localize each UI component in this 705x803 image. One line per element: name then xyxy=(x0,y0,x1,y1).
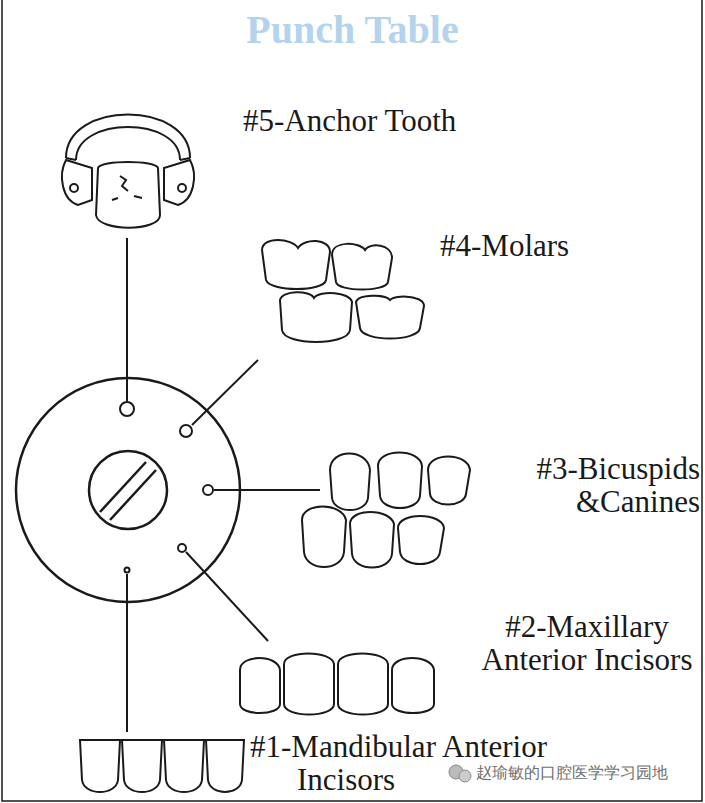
bicuspid-label: #3-Bicuspids &Canines xyxy=(478,452,700,518)
molar-label: #4-Molars xyxy=(440,229,680,262)
title: Punch Table xyxy=(0,6,705,54)
watermark: 赵瑜敏的口腔医学学习园地 xyxy=(476,763,702,783)
maxillary-label: #2-Maxillary Anterior Incisors xyxy=(478,610,696,676)
anchor-label: #5-Anchor Tooth xyxy=(243,104,563,137)
